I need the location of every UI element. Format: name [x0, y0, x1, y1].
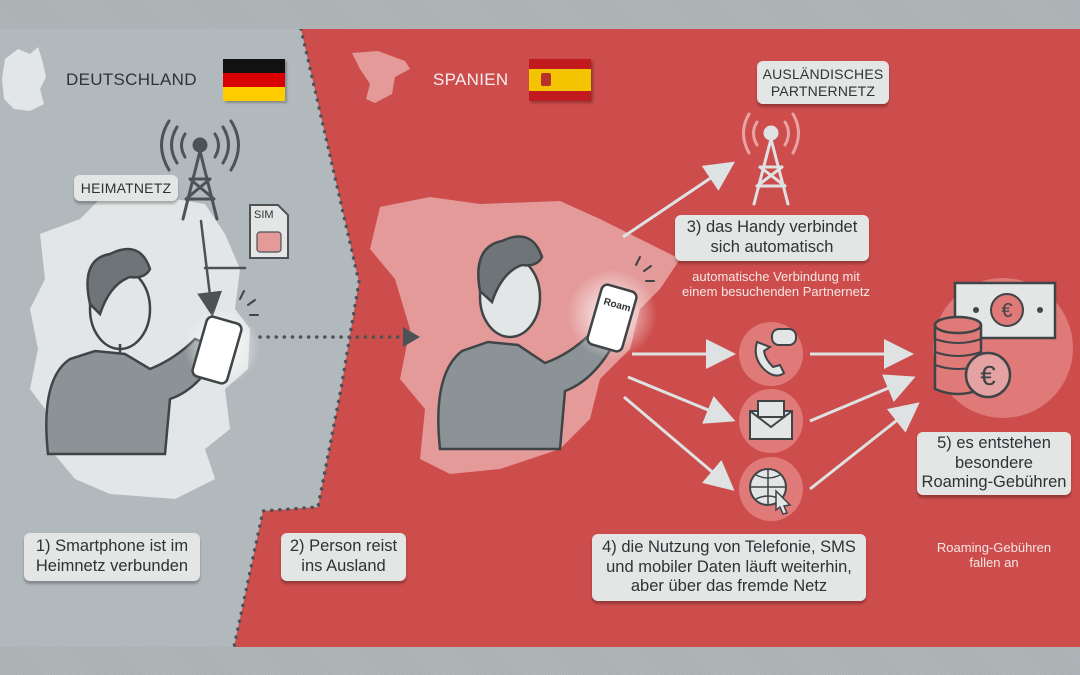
roaming-infographic: € € DEUTSCHLAND HEIMATNETZ SIM SPANIEN A… — [0, 29, 1080, 647]
step-5-note-line2: fallen an — [969, 555, 1019, 571]
phone-home-icon — [191, 290, 259, 385]
home-tower-icon — [160, 119, 247, 317]
step-4-line1: 4) die Nutzung von Telefonie, SMS — [602, 537, 856, 556]
step-4-line3: aber über das fremde Netz — [630, 577, 828, 596]
phone-roaming-icon — [586, 256, 655, 353]
step-3-note-line2: einem besuchenden Partnernetz — [682, 284, 870, 300]
fees-euro-icon: € € — [933, 278, 1073, 418]
partner-network-label-line2: PARTNERNETZ — [770, 82, 876, 99]
step-3-note: automatische Verbindung mit einem besuch… — [668, 269, 884, 300]
spain-flag — [529, 59, 591, 101]
step-3-box: 3) das Handy verbindet sich automatisch — [675, 215, 869, 261]
border-line — [232, 29, 361, 647]
svg-text:€: € — [1001, 300, 1012, 322]
step-2-line2: ins Ausland — [301, 557, 386, 575]
germany-mini-map — [2, 47, 46, 111]
illustration-layer: € € — [2, 29, 1080, 647]
partner-tower-icon — [742, 112, 800, 206]
germany-flag — [223, 59, 285, 101]
service-phone-icon — [739, 322, 803, 386]
step-3-line2: sich automatisch — [710, 238, 834, 256]
svg-text:€: € — [980, 360, 996, 391]
step-4-line2: und mobiler Daten läuft weiterhin, — [606, 557, 852, 576]
step-3-line1: 3) das Handy verbindet — [686, 218, 858, 237]
abroad-region — [234, 29, 1080, 647]
step-1-box: 1) Smartphone ist im Heimnetz verbunden — [24, 533, 200, 581]
step-5-line1: 5) es entstehen — [937, 433, 1051, 452]
spain-coat-of-arms-icon — [541, 73, 551, 86]
person-abroad-icon — [437, 235, 614, 451]
step-4-box: 4) die Nutzung von Telefonie, SMS und mo… — [592, 534, 866, 601]
step-5-line2: besondere — [955, 453, 1033, 472]
step-3-note-line1: automatische Verbindung mit — [692, 269, 860, 284]
step-5-note: Roaming-Gebühren fallen an — [926, 540, 1062, 571]
step-2-box: 2) Person reist ins Ausland — [281, 533, 406, 581]
service-data-icon — [739, 457, 803, 521]
step-5-box: 5) es entstehen besondere Roaming-Gebühr… — [917, 432, 1071, 495]
step-2-line1: 2) Person reist — [289, 537, 398, 556]
partner-network-label: AUSLÄNDISCHES PARTNERNETZ — [757, 61, 889, 104]
sim-card-icon — [249, 204, 289, 259]
home-network-label: HEIMATNETZ — [74, 175, 178, 201]
step-5-line3: Roaming-Gebühren — [921, 473, 1067, 492]
home-country-title: DEUTSCHLAND — [66, 70, 197, 89]
partner-network-label-line1: AUSLÄNDISCHES — [762, 65, 884, 82]
abroad-country-title: SPANIEN — [433, 70, 509, 89]
person-home-icon — [45, 247, 222, 456]
sim-label: SIM — [254, 209, 274, 221]
spain-mini-map — [352, 51, 410, 103]
service-sms-icon — [739, 389, 803, 453]
step-5-note-line1: Roaming-Gebühren — [936, 540, 1052, 555]
